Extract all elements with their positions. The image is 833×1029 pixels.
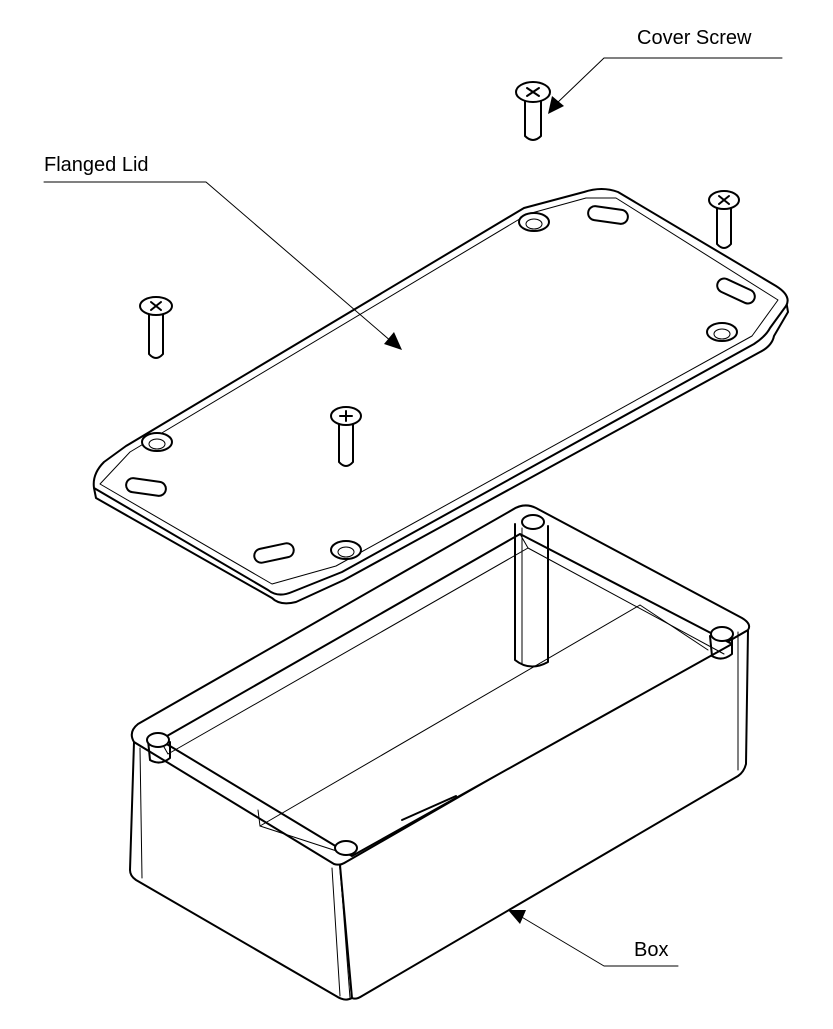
box-right-face	[339, 629, 749, 1000]
box-hole-left	[146, 732, 170, 748]
box-hole-back	[521, 514, 545, 530]
box	[129, 504, 751, 1001]
label-box: Box	[634, 939, 669, 961]
box-pillar-back	[514, 523, 549, 668]
screw-right	[708, 190, 740, 249]
lid-slot-4	[716, 277, 756, 305]
lid-hole-2	[330, 540, 362, 560]
screw-left	[139, 296, 173, 359]
lid-hole-4	[706, 322, 738, 342]
box-pillar-left	[147, 739, 171, 764]
box-hole-right	[710, 626, 734, 642]
lid-slot-1	[125, 477, 167, 497]
lid-slot-2	[253, 542, 295, 564]
box-hole-front	[334, 840, 358, 856]
box-front-face	[129, 741, 353, 1001]
screw-center	[330, 406, 362, 467]
lid-hole-3	[518, 212, 550, 232]
leader-box	[508, 910, 679, 967]
leader-cover-screw	[548, 57, 783, 114]
lid-top-surface	[92, 188, 789, 596]
label-cover-screw: Cover Screw	[637, 27, 752, 49]
label-flanged-lid: Flanged Lid	[44, 154, 149, 176]
lid-hole-1	[141, 432, 173, 452]
leader-flanged-lid	[43, 181, 402, 350]
lid-slot-3	[587, 205, 629, 225]
screw-top	[515, 81, 551, 141]
flanged-lid	[92, 188, 789, 605]
box-pillar-right	[709, 635, 733, 660]
